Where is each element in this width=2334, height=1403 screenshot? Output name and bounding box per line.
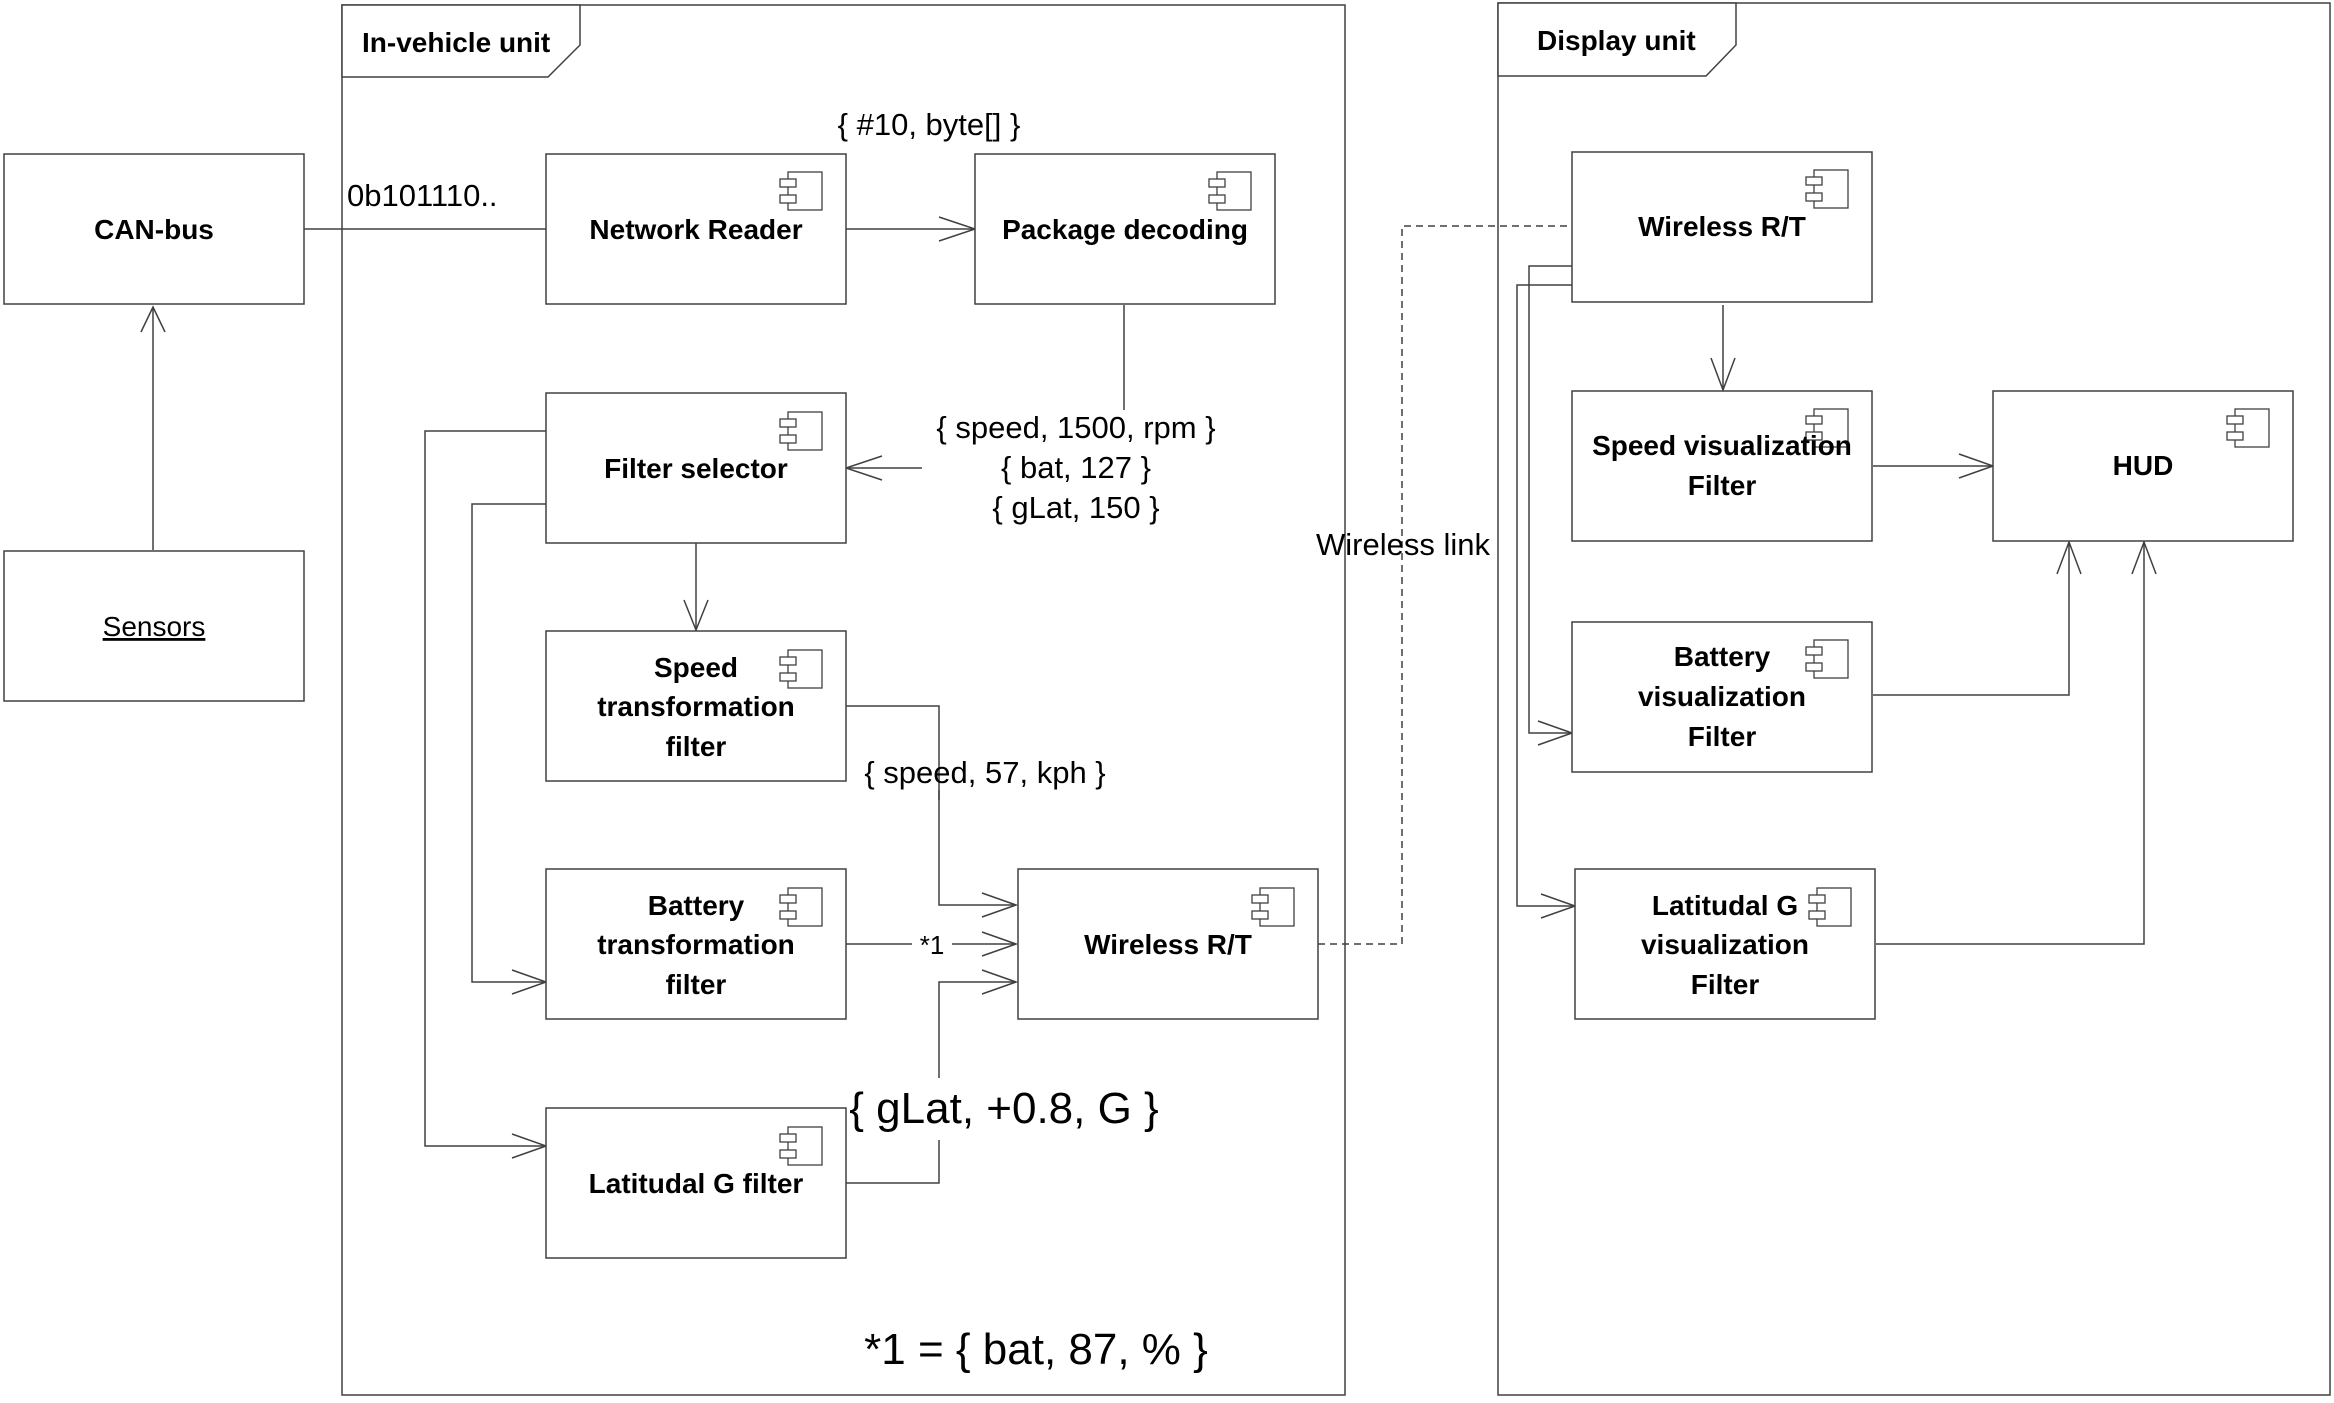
can-data-label: 0b101110.. <box>347 178 498 213</box>
filter-selector-component: Filter selector <box>545 392 847 544</box>
glat-output-label: { gLat, +0.8, G } <box>849 1084 1158 1133</box>
latitudal-g-visualization-label-3: Filter <box>1691 969 1760 1000</box>
raw-packet-label: { #10, byte[] } <box>838 107 1021 142</box>
battery-transformation-component: Battery transformation filter <box>545 868 847 1020</box>
battery-visualization-label-3: Filter <box>1688 721 1757 752</box>
can-bus-node: CAN-bus <box>3 153 305 305</box>
network-reader-component: Network Reader <box>545 153 847 305</box>
sensors-node: Sensors <box>3 550 305 702</box>
sensors-label: Sensors <box>103 611 206 642</box>
display-unit-frame: Display unit <box>1497 2 2331 1396</box>
display-unit-title: Display unit <box>1537 25 1696 56</box>
arrowhead <box>981 892 1019 918</box>
filter-selector-label: Filter selector <box>604 453 788 484</box>
vehicle-wireless-rt-component: Wireless R/T <box>1017 868 1319 1020</box>
arrowhead <box>140 305 166 333</box>
vehicle-wireless-rt-label: Wireless R/T <box>1084 929 1252 960</box>
battery-visualization-label-2: visualization <box>1638 681 1806 712</box>
speed-output-label: { speed, 57, kph } <box>864 755 1105 790</box>
wireless-link-connector <box>1318 225 1572 945</box>
battery-transformation-label-2: transformation <box>597 929 795 960</box>
package-decoding-label: Package decoding <box>1002 214 1248 245</box>
rt-to-latgvis-connector <box>1516 284 1575 907</box>
speed-transformation-component: Speed transformation filter <box>545 630 847 782</box>
battery-transformation-label-3: filter <box>666 969 727 1000</box>
speed-to-wireless-connector-b <box>938 790 1016 906</box>
speed-transformation-label-1: Speed <box>654 652 738 683</box>
battery-visualization-component: Battery visualization Filter <box>1571 621 1873 773</box>
display-wireless-rt-component: Wireless R/T <box>1571 151 1873 303</box>
connectors <box>140 216 2157 1184</box>
decoded-label-bat: { bat, 127 } <box>1001 450 1151 485</box>
in-vehicle-unit-frame: In-vehicle unit <box>341 4 1346 1396</box>
latitudal-g-visualization-component: Latitudal G visualization Filter <box>1574 868 1876 1020</box>
latitudal-g-visualization-label-1: Latitudal G <box>1652 890 1798 921</box>
rt-to-batteryvis-connector <box>1528 265 1572 734</box>
speed-visualization-label-2: Filter <box>1688 470 1757 501</box>
arrowhead <box>683 599 709 633</box>
battery-transformation-label-1: Battery <box>648 890 745 921</box>
package-decoding-component: Package decoding <box>974 153 1276 305</box>
speed-transformation-label-3: filter <box>666 731 727 762</box>
network-reader-label: Network Reader <box>589 214 802 245</box>
display-wireless-rt-label: Wireless R/T <box>1638 211 1806 242</box>
battery-visualization-label-1: Battery <box>1674 641 1771 672</box>
speed-visualization-component: Speed visualization Filter <box>1571 390 1873 542</box>
arrowhead <box>2131 539 2157 575</box>
speed-visualization-label-1: Speed visualization <box>1592 430 1852 461</box>
selector-to-latg-connector <box>424 430 546 1147</box>
footnote-label: *1 = { bat, 87, % } <box>864 1325 1208 1374</box>
selector-to-battery-connector <box>471 503 546 983</box>
speed-transformation-label-2: transformation <box>597 691 795 722</box>
can-bus-label: CAN-bus <box>94 214 214 245</box>
hud-label: HUD <box>2113 450 2174 481</box>
latitudal-g-filter-label: Latitudal G filter <box>589 1168 804 1199</box>
latgvis-to-hud-connector <box>1876 542 2145 945</box>
batteryvis-to-hud-connector <box>1873 542 2070 696</box>
arrowhead <box>981 931 1019 957</box>
arrowhead <box>2056 539 2082 575</box>
arrowhead <box>981 969 1019 995</box>
wireless-link-label: Wireless link <box>1316 527 1490 562</box>
edge-labels: 0b101110.. { #10, byte[] } { speed, 1500… <box>347 107 1490 1374</box>
latg-to-wireless-connector-b <box>938 981 1016 1078</box>
battery-reference-label: *1 <box>920 930 945 960</box>
speed-to-wireless-connector-a <box>846 705 940 800</box>
arrowhead <box>1710 357 1736 393</box>
decoded-label-speed: { speed, 1500, rpm } <box>936 410 1215 445</box>
latg-to-wireless-connector-a <box>846 1140 940 1184</box>
decoded-label-glat: { gLat, 150 } <box>992 490 1159 525</box>
latitudal-g-visualization-label-2: visualization <box>1641 929 1809 960</box>
latitudal-g-filter-component: Latitudal G filter <box>545 1107 847 1259</box>
hud-component: HUD <box>1992 390 2294 542</box>
in-vehicle-unit-title: In-vehicle unit <box>362 27 550 58</box>
